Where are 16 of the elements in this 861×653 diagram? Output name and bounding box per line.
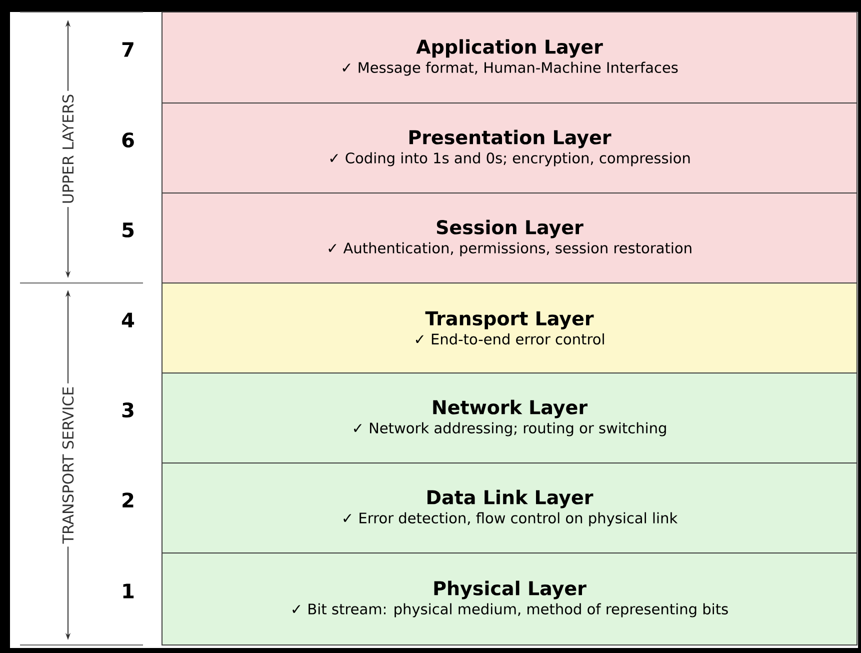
layer-box: Physical Layer ✓ Bit stream: physical medium, method of representing bits [162, 552, 858, 646]
layer-box: Network Layer ✓ Network addressing; routing or switching [162, 372, 858, 464]
layer-number: 3 [122, 402, 134, 418]
layer-number: 2 [122, 492, 134, 508]
layer-box: Presentation Layer ✓ Coding into 1s and 0s; encryption, compression [162, 102, 858, 194]
layer-box: Application Layer ✓ Message format, Human-Machine Interfaces [162, 12, 858, 104]
layer-box: Transport Layer ✓ End-to-end error control [162, 282, 858, 374]
layer-box: Session Layer ✓ Authentication, permissions, session restoration [162, 192, 858, 284]
layer-number: 5 [122, 222, 134, 238]
layer-number: 4 [122, 312, 134, 328]
layer-number: 7 [122, 42, 134, 57]
layer-number: 1 [123, 584, 134, 598]
layer-number: 6 [122, 132, 134, 148]
span-label: UPPER LAYERS [59, 90, 77, 208]
layer-box: Data Link Layer ✓ Error detection, flow control on physical link [162, 462, 858, 554]
span-label: TRANSPORT SERVICE [59, 383, 77, 547]
